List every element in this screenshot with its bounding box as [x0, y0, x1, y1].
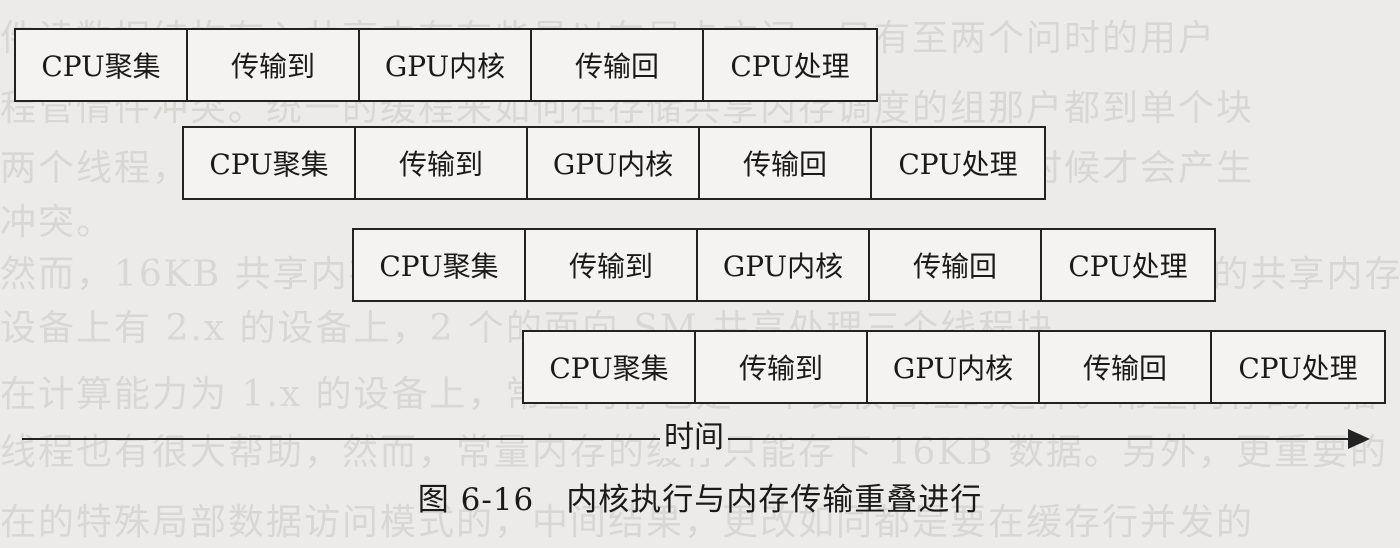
- stage-cpu-gather: CPU聚集: [524, 332, 696, 402]
- pipeline-row-4: CPU聚集 传输到 GPU内核 传输回 CPU处理: [522, 330, 1386, 404]
- stage-transfer-back: 传输回: [1040, 332, 1212, 402]
- pipeline-row-1: CPU聚集 传输到 GPU内核 传输回 CPU处理: [14, 28, 878, 102]
- stage-cpu-process: CPU处理: [898, 148, 1018, 181]
- pipeline-row-3: CPU聚集 传输到 GPU内核 传输回 CPU处理: [352, 228, 1216, 302]
- stage-gpu-kernel: GPU内核: [360, 30, 532, 100]
- stage-cpu-gather: CPU聚集: [354, 230, 526, 300]
- stage-gpu-kernel: GPU内核: [698, 230, 870, 300]
- stage-transfer-to: 传输到: [526, 230, 698, 300]
- time-axis-arrowhead: [1348, 429, 1370, 449]
- figure-caption: 图 6-16 内核执行与内存传输重叠进行: [417, 482, 983, 518]
- stage-cpu-gather: CPU聚集: [16, 30, 188, 100]
- stage-cpu-process: CPU处理: [1068, 250, 1188, 283]
- stage-transfer-back: 传输回: [532, 30, 704, 100]
- ghost-line: 冲突。: [0, 202, 115, 243]
- pipeline-row-2: CPU聚集 传输到 GPU内核 传输回 CPU处理: [182, 126, 1046, 200]
- stage-cpu-process: CPU处理: [1238, 352, 1358, 385]
- stage-transfer-to: 传输到: [696, 332, 868, 402]
- time-axis-label: 时间: [660, 418, 728, 458]
- stage-transfer-back: 传输回: [700, 128, 872, 198]
- stage-transfer-to: 传输到: [356, 128, 528, 198]
- stage-cpu-process: CPU处理: [730, 50, 850, 83]
- figure: 件读数据结构存入共享内存有些是以在显卡方问。只有至两个问时的用户 程管情件冲突。…: [0, 18, 1400, 543]
- stage-transfer-back: 传输回: [870, 230, 1042, 300]
- stage-gpu-kernel: GPU内核: [528, 128, 700, 198]
- stage-gpu-kernel: GPU内核: [868, 332, 1040, 402]
- stage-cpu-gather: CPU聚集: [184, 128, 356, 198]
- stage-transfer-to: 传输到: [188, 30, 360, 100]
